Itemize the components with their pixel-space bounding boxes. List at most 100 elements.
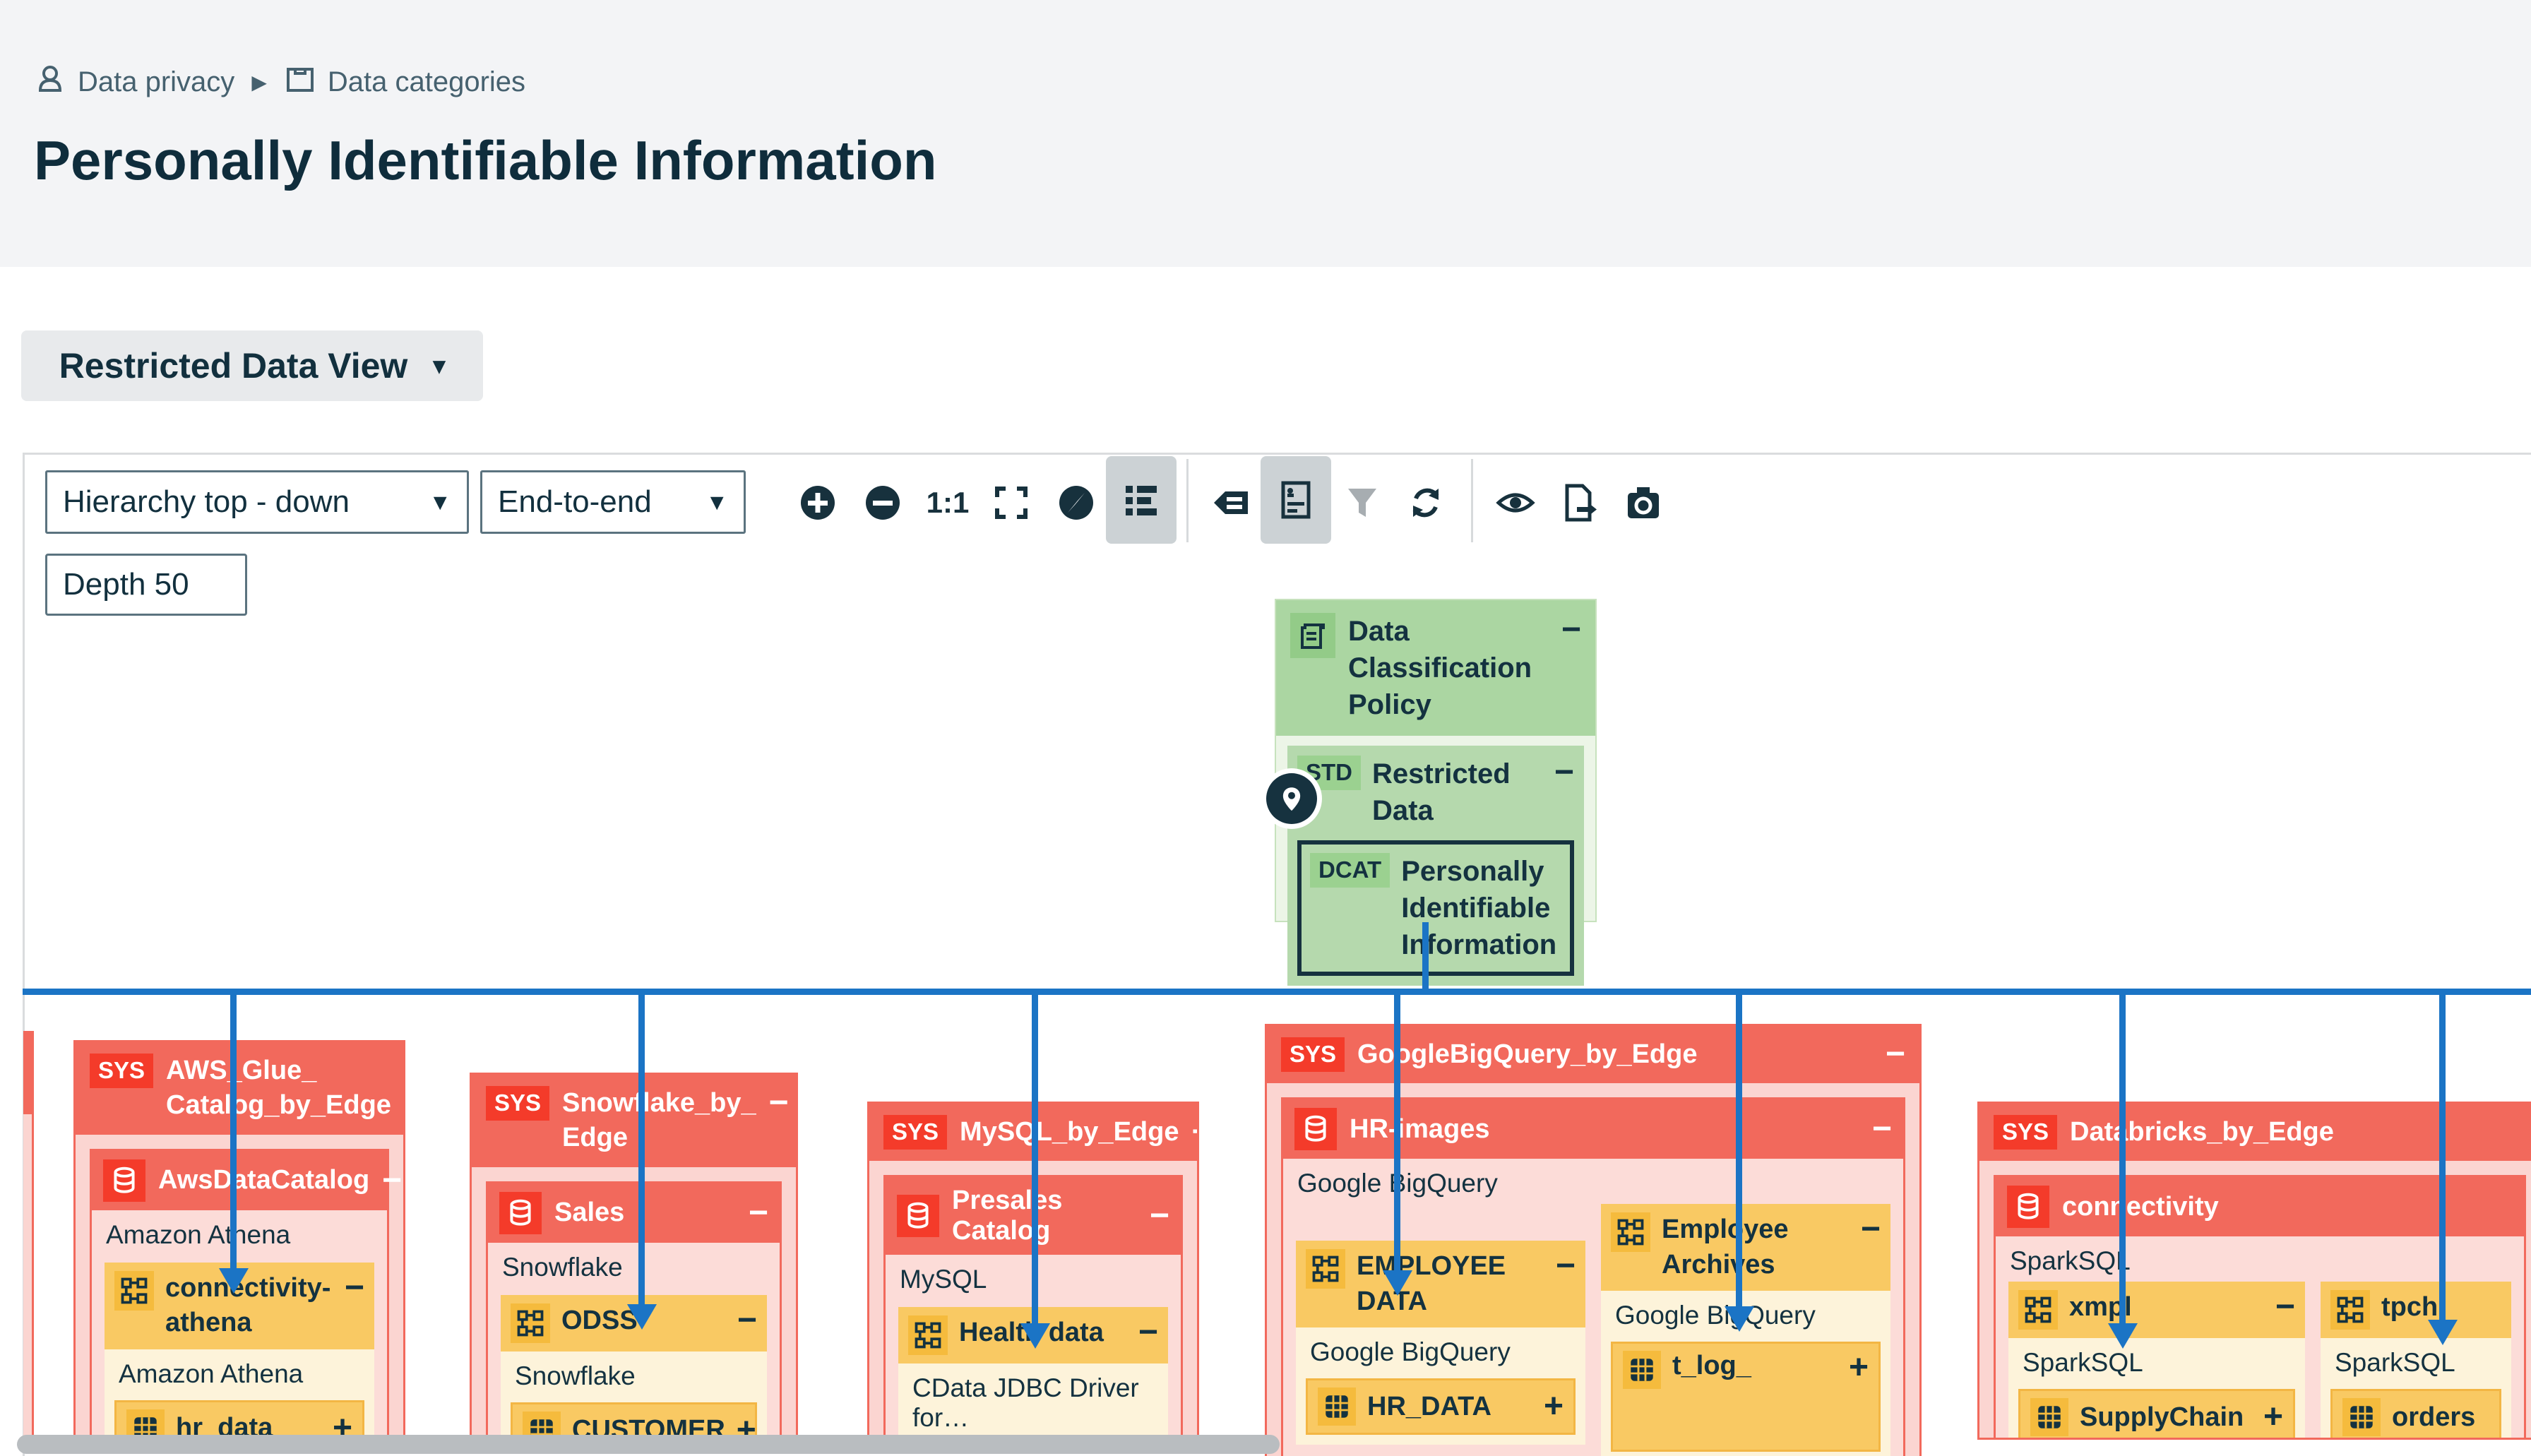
collapse-left-icon <box>1211 483 1251 523</box>
database-node-header[interactable]: connectivity <box>1996 1177 2524 1237</box>
system-node-header[interactable]: SYS Snowflake_by_ Edge − <box>472 1075 796 1167</box>
collapse-button[interactable]: − <box>382 1161 403 1199</box>
system-node-snowflake[interactable]: SYS Snowflake_by_ Edge − Sales − Snowfla… <box>470 1073 798 1440</box>
relation-line <box>638 990 645 1304</box>
system-name: MySQL_by_Edge <box>960 1117 1179 1147</box>
collapse-nodes-button[interactable] <box>1208 480 1253 525</box>
system-badge: SYS <box>1281 1037 1345 1072</box>
filter-button[interactable] <box>1340 480 1385 525</box>
camera-button[interactable] <box>1621 480 1666 525</box>
system-node-header[interactable]: SYS AWS_Glue_ Catalog_by_Edge − <box>76 1042 403 1135</box>
page-header: Data privacy ▶ Data categories Personall… <box>0 0 2531 267</box>
schema-name: EMPLOYEE DATA <box>1357 1251 1506 1316</box>
collapse-button[interactable]: − <box>1138 1313 1158 1351</box>
collapse-button[interactable]: − <box>737 1301 757 1339</box>
collapse-button[interactable]: − <box>2275 1288 2295 1326</box>
zoom-in-button[interactable] <box>795 480 840 525</box>
collapse-button[interactable]: − <box>1149 1197 1169 1235</box>
collapse-button[interactable]: − <box>1885 1035 1905 1073</box>
depth-input[interactable]: Depth 50 <box>45 554 247 616</box>
policy-node[interactable]: Data Classification Policy − STD Restric… <box>1275 599 1597 986</box>
schema-node[interactable]: xmpl − SparkSQL SupplyChain + <box>2008 1282 2305 1438</box>
chevron-down-icon: ▾ <box>433 352 446 379</box>
schema-node-header[interactable]: Employee Archives − <box>1601 1204 1890 1291</box>
system-node-aws-glue[interactable]: SYS AWS_Glue_ Catalog_by_Edge − AwsDataC… <box>73 1040 405 1440</box>
system-node-databricks[interactable]: SYS Databricks_by_Edge connectivity Spar… <box>1977 1102 2531 1440</box>
table-node[interactable]: orders <box>2330 1389 2501 1438</box>
layout-list-button[interactable] <box>1106 456 1177 544</box>
schema-node-header[interactable]: tpch <box>2321 1282 2511 1339</box>
database-node[interactable]: connectivity SparkSQL xmpl − SparkSQL <box>1994 1175 2526 1438</box>
schema-icon <box>114 1270 154 1311</box>
expand-button[interactable]: + <box>332 1409 352 1440</box>
collapse-button[interactable]: − <box>344 1268 364 1306</box>
refresh-button[interactable] <box>1403 480 1448 525</box>
database-icon <box>499 1191 542 1234</box>
expand-button[interactable]: + <box>1543 1388 1564 1426</box>
system-name: Databricks_by_Edge <box>2070 1117 2334 1147</box>
view-selector-button[interactable]: Restricted Data View ▾ <box>21 330 483 401</box>
collapse-button[interactable]: − <box>404 1054 405 1087</box>
collapse-button[interactable]: − <box>1191 1115 1197 1149</box>
database-icon <box>2007 1186 2049 1229</box>
system-badge: SYS <box>486 1086 550 1121</box>
collapse-button[interactable]: − <box>1860 1210 1881 1248</box>
system-node-header[interactable]: SYS Databricks_by_Edge <box>1979 1104 2531 1162</box>
fit-screen-button[interactable] <box>989 480 1034 525</box>
expand-button[interactable]: + <box>2263 1398 2283 1436</box>
table-node[interactable]: SupplyChain + <box>2018 1389 2295 1438</box>
collapse-policy-button[interactable]: − <box>1561 611 1581 648</box>
export-button[interactable] <box>1556 480 1601 525</box>
standard-node[interactable]: STD Restricted Data − DCAT Personally Id… <box>1287 746 1584 986</box>
breadcrumb: Data privacy ▶ Data categories <box>34 62 525 102</box>
database-node-header[interactable]: AwsDataCatalog − <box>92 1150 402 1210</box>
database-node[interactable]: Sales − Snowflake ODSS − Snowflake CU <box>486 1181 782 1440</box>
scope-select[interactable]: End-to-end ▼ <box>480 470 746 534</box>
breadcrumb-separator-icon: ▶ <box>251 71 267 93</box>
collapse-button[interactable]: − <box>748 1193 768 1231</box>
expand-button[interactable]: + <box>736 1411 756 1440</box>
breadcrumb-item-data-privacy[interactable]: Data privacy <box>78 66 235 97</box>
system-node-googlebigquery[interactable]: SYS GoogleBigQuery_by_Edge − HR-images −… <box>1265 1024 1922 1456</box>
zoom-out-button[interactable] <box>860 480 905 525</box>
compass-button[interactable] <box>1054 480 1099 525</box>
schema-node[interactable]: tpch SparkSQL orders <box>2321 1282 2511 1438</box>
detail-card-icon <box>1276 480 1316 520</box>
source-label: Amazon Athena <box>119 1359 304 1388</box>
expand-button[interactable]: + <box>1848 1349 1869 1387</box>
zoom-ratio-button[interactable]: 1:1 <box>919 480 976 525</box>
system-node-header[interactable]: SYS GoogleBigQuery_by_Edge − <box>1267 1026 1919 1084</box>
table-node[interactable]: CUSTOMER + <box>511 1402 757 1440</box>
schema-name: tpch <box>2381 1292 2438 1323</box>
system-name: AWS_Glue_ Catalog_by_Edge <box>166 1056 391 1121</box>
layout-select[interactable]: Hierarchy top - down ▼ <box>45 470 469 534</box>
table-name: orders <box>2392 1402 2476 1432</box>
schema-name: connectivity-athena <box>165 1272 331 1338</box>
arrowhead-icon <box>627 1304 657 1330</box>
table-node[interactable]: HR_DATA + <box>1306 1378 1576 1436</box>
collapse-button[interactable]: − <box>1871 1110 1892 1148</box>
database-node-header[interactable]: Sales − <box>488 1183 780 1243</box>
database-node-header[interactable]: HR-images − <box>1283 1099 1903 1159</box>
database-node[interactable]: AwsDataCatalog − Amazon Athena connectiv… <box>90 1148 402 1440</box>
database-name: Presales Catalog <box>952 1186 1063 1246</box>
collapse-button[interactable]: − <box>768 1084 789 1121</box>
schema-node-header[interactable]: xmpl − <box>2008 1282 2305 1339</box>
detail-level-button[interactable] <box>1261 456 1331 544</box>
data-category-node[interactable]: DCAT Personally Identifiable Information <box>1297 840 1574 976</box>
database-node[interactable]: HR-images − Google BigQuery EMPLOYEE DAT… <box>1281 1097 1905 1456</box>
system-badge: SYS <box>90 1054 154 1088</box>
breadcrumb-item-data-categories[interactable]: Data categories <box>327 66 526 97</box>
preview-button[interactable] <box>1493 480 1538 525</box>
collapse-button[interactable]: − <box>1555 1247 1576 1285</box>
clipped-system-node[interactable] <box>23 1031 34 1437</box>
schema-node-header[interactable]: EMPLOYEE DATA − <box>1296 1241 1585 1328</box>
table-node[interactable]: hr_data + <box>114 1400 364 1440</box>
standard-node-header[interactable]: STD Restricted Data − <box>1297 756 1574 829</box>
table-node[interactable]: t_log_ + <box>1611 1342 1881 1452</box>
collapse-standard-button[interactable]: − <box>1554 753 1574 791</box>
policy-node-header[interactable]: Data Classification Policy − <box>1276 600 1595 736</box>
horizontal-scrollbar[interactable] <box>17 1435 1280 1454</box>
schema-node[interactable]: EMPLOYEE DATA − Google BigQuery HR_DATA … <box>1296 1241 1585 1445</box>
diagram-panel-border <box>23 453 2531 455</box>
